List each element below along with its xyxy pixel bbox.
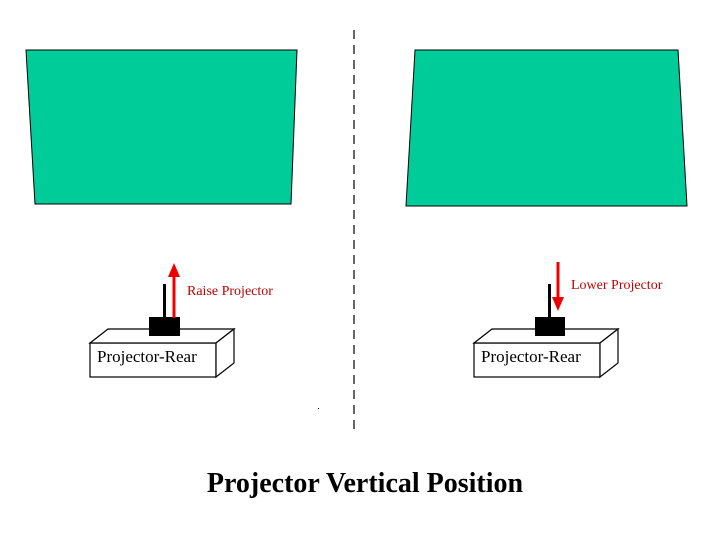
raise-arrow-icon (168, 263, 180, 318)
left-screen (25, 49, 298, 205)
raise-projector-label: Raise Projector (187, 284, 273, 299)
left-projector-post (163, 284, 166, 318)
lower-arrow-icon (552, 262, 564, 311)
right-projector-front (473, 342, 601, 378)
right-projector-lens (535, 317, 565, 336)
left-projector-side (215, 327, 235, 379)
lower-projector-label: Lower Projector (571, 278, 663, 293)
stray-dot (318, 408, 319, 409)
right-panel: Lower Projector Projector-Rear (405, 49, 688, 379)
right-projector-post (548, 284, 551, 318)
left-panel: Raise Projector Projector-Rear (25, 49, 298, 379)
right-screen (405, 49, 688, 207)
left-projector-box-label: Projector-Rear (97, 347, 197, 366)
right-projector-side (599, 327, 619, 379)
right-projector-box-label: Projector-Rear (481, 347, 581, 366)
diagram-title: Projector Vertical Position (207, 468, 524, 499)
left-projector-lens (149, 317, 180, 336)
